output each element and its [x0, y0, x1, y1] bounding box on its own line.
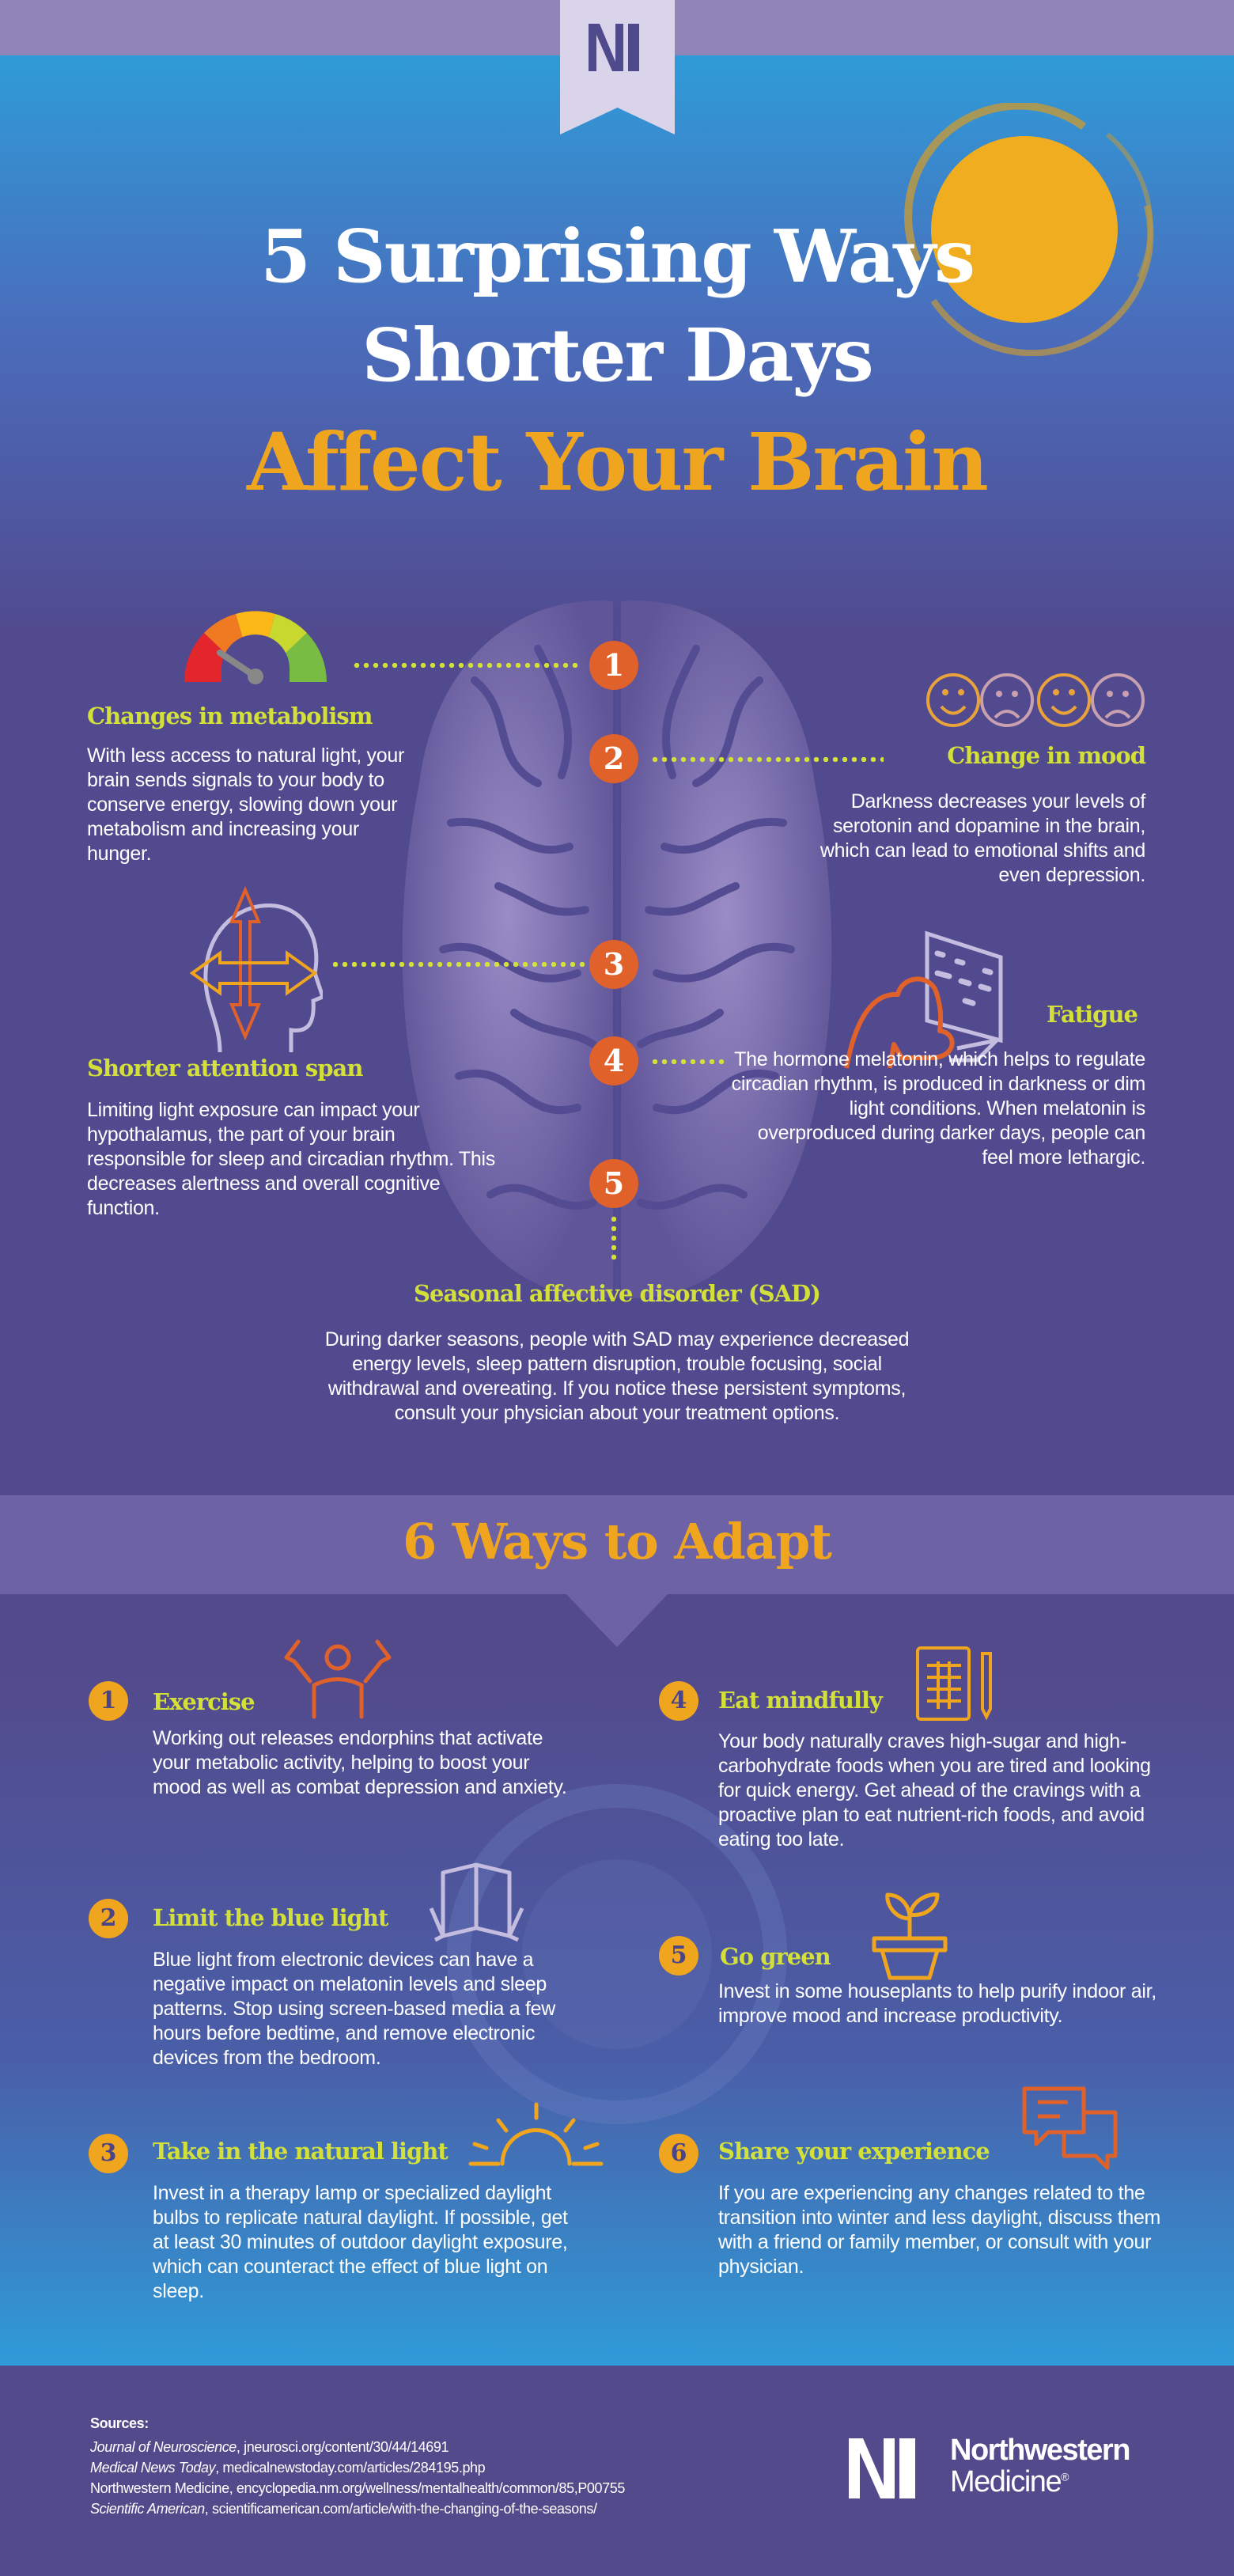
- exercise-icon: [284, 1639, 392, 1719]
- source-item: Scientific American, scientificamerican.…: [90, 2498, 625, 2519]
- effect-body-fatigue: The hormone melatonin, which helps to re…: [731, 1048, 1146, 1169]
- source-url: , medicalnewstoday.com/articles/284195.p…: [215, 2460, 486, 2476]
- effect-title-mood: Change in mood: [947, 742, 1146, 769]
- brain-illustration: [402, 600, 832, 1298]
- adapt-title-blue-light: Limit the blue light: [153, 1904, 388, 1931]
- mood-faces-icon: [926, 673, 1145, 727]
- effect-body-attention: Limiting light exposure can impact your …: [87, 1099, 495, 1219]
- source-name: Scientific American: [90, 2501, 205, 2517]
- source-item: Medical News Today, medicalnewstoday.com…: [90, 2457, 625, 2478]
- effect-body-mood: Darkness decreases your levels of seroto…: [820, 790, 1145, 886]
- connector-dots: [650, 1059, 725, 1064]
- effect-number-1: 1: [589, 641, 638, 690]
- northwestern-medicine-logo: Northwestern Medicine®: [849, 2434, 1189, 2500]
- effect-number-5: 5: [589, 1159, 638, 1208]
- source-item: Northwestern Medicine, encyclopedia.nm.o…: [90, 2478, 625, 2498]
- source-name: Medical News Today: [90, 2460, 216, 2476]
- adapt-band: [0, 1495, 1234, 1594]
- adapt-title-go-green: Go green: [720, 1943, 831, 1970]
- tablet-icon: [429, 1862, 524, 1942]
- title-line2: Shorter Days: [361, 313, 873, 398]
- footer: [0, 2366, 1234, 2576]
- effect-number-3: 3: [589, 940, 638, 989]
- effect-title-metabolism: Changes in metabolism: [87, 703, 373, 729]
- adapt-body-share: If you are experiencing any changes rela…: [718, 2182, 1161, 2278]
- source-url: , jneurosci.org/content/30/44/14691: [236, 2439, 449, 2455]
- nm-logo-icon: [589, 24, 639, 71]
- effect-number-4: 4: [589, 1036, 638, 1085]
- effect-title-attention: Shorter attention span: [87, 1055, 363, 1082]
- adapt-number-4: 4: [659, 1681, 698, 1721]
- effect-title-fatigue: Fatigue: [1046, 1001, 1138, 1028]
- source-url: , scientificamerican.com/article/with-th…: [204, 2501, 597, 2517]
- effect-number-2: 2: [589, 734, 638, 783]
- adapt-heading: 6 Ways to Adapt: [403, 1513, 832, 1570]
- adapt-body-blue-light: Blue light from electronic devices can h…: [153, 1949, 556, 2069]
- nm-logo-mark-icon: [849, 2438, 915, 2498]
- notebook-icon: [916, 1646, 992, 1721]
- title-line1: 5 Surprising Ways: [260, 214, 975, 299]
- effect-title-sad: Seasonal affective disorder (SAD): [414, 1280, 821, 1307]
- source-name: Northwestern Medicine: [90, 2480, 229, 2496]
- effect-body-metabolism: With less access to natural light, your …: [87, 744, 404, 865]
- brand-medicine: Medicine: [950, 2465, 1062, 2498]
- adapt-title-exercise: Exercise: [153, 1688, 256, 1715]
- connector-dots: [352, 663, 581, 668]
- adapt-title-eat-mindfully: Eat mindfully: [718, 1687, 883, 1714]
- brand-line2: Medicine®: [950, 2465, 1069, 2499]
- connector-dots: [650, 757, 884, 762]
- effect-body-sad: During darker seasons, people with SAD m…: [324, 1328, 910, 1424]
- sunrise-icon: [468, 2102, 604, 2166]
- adapt-title-share: Share your experience: [718, 2138, 990, 2165]
- connector-dots: [331, 962, 588, 967]
- adapt-number-5: 5: [659, 1936, 698, 1976]
- head-arrows-icon: [189, 886, 323, 1053]
- gauge-icon: [184, 611, 327, 684]
- connector-dots: [611, 1214, 616, 1262]
- adapt-body-exercise: Working out releases endorphins that act…: [153, 1727, 567, 1798]
- adapt-number-3: 3: [89, 2134, 128, 2173]
- adapt-body-eat-mindfully: Your body naturally craves high-sugar an…: [718, 1730, 1151, 1851]
- background-ring-decoration: [447, 1784, 787, 2124]
- source-url: , encyclopedia.nm.org/wellness/mentalhea…: [229, 2480, 626, 2496]
- source-name: Journal of Neuroscience: [90, 2439, 237, 2455]
- plant-icon: [872, 1892, 948, 1980]
- adapt-number-6: 6: [659, 2134, 698, 2173]
- adapt-body-natural-light: Invest in a therapy lamp or specialized …: [153, 2182, 568, 2302]
- registered-mark: ®: [1061, 2470, 1069, 2483]
- adapt-body-go-green: Invest in some houseplants to help purif…: [718, 1980, 1156, 2027]
- adapt-number-2: 2: [89, 1899, 128, 1938]
- sources-label: Sources:: [90, 2415, 149, 2431]
- brand-line1: Northwestern: [950, 2434, 1130, 2467]
- title-line3: Affect Your Brain: [247, 415, 989, 509]
- chat-icon: [1022, 2086, 1118, 2170]
- sleeping-at-computer-icon: [844, 930, 1003, 1069]
- adapt-title-natural-light: Take in the natural light: [153, 2138, 449, 2165]
- adapt-number-1: 1: [89, 1681, 128, 1721]
- source-item: Journal of Neuroscience, jneurosci.org/c…: [90, 2437, 625, 2457]
- sun-icon: [904, 103, 1154, 356]
- sources-list: Journal of Neuroscience, jneurosci.org/c…: [90, 2437, 625, 2519]
